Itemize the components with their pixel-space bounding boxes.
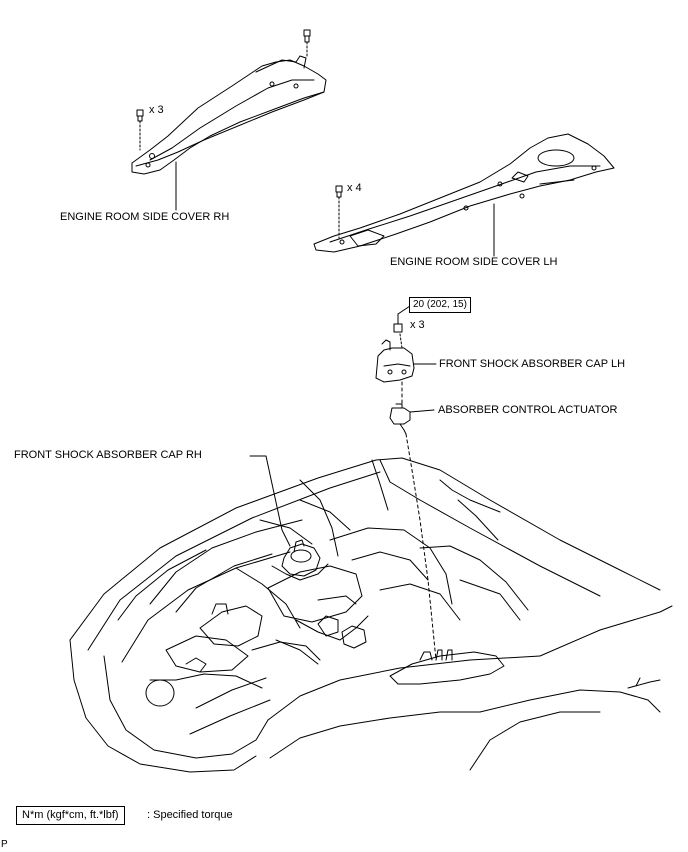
installation-path-line xyxy=(401,381,437,661)
cap-nut-quantity: x 3 xyxy=(410,319,425,331)
front-shock-absorber-cap-lh xyxy=(375,333,415,383)
rh-clip-quantity: x 3 xyxy=(149,104,164,116)
absorber-control-actuator xyxy=(389,403,411,435)
clip-icon xyxy=(335,185,343,239)
leader-line xyxy=(409,409,435,413)
clip-icon xyxy=(136,109,144,151)
engine-room-side-cover-lh xyxy=(313,133,615,253)
label-absorber-control-actuator: ABSORBER CONTROL ACTUATOR xyxy=(438,404,618,416)
clip-icon xyxy=(303,29,311,57)
label-engine-room-side-cover-lh: ENGINE ROOM SIDE COVER LH xyxy=(390,256,558,268)
lh-clip-quantity: x 4 xyxy=(347,182,362,194)
engine-room-side-cover-rh xyxy=(131,55,327,175)
footer-code: P xyxy=(1,839,8,850)
label-front-shock-absorber-cap-lh: FRONT SHOCK ABSORBER CAP LH xyxy=(439,358,626,370)
label-engine-room-side-cover-rh: ENGINE ROOM SIDE COVER RH xyxy=(60,211,230,223)
legend-description: : Specified torque xyxy=(147,809,233,821)
leader-line xyxy=(397,305,411,315)
vehicle-front-illustration xyxy=(69,457,673,773)
label-front-shock-absorber-cap-rh: FRONT SHOCK ABSORBER CAP RH xyxy=(14,449,202,461)
torque-spec-box: 20 (202, 15) xyxy=(409,297,471,313)
cap-nut-icon xyxy=(393,313,403,333)
front-shock-absorber-cap-rh xyxy=(271,539,329,581)
legend-unit-box: N*m (kgf*cm, ft.*lbf) xyxy=(16,806,125,825)
leader-line xyxy=(249,455,291,547)
